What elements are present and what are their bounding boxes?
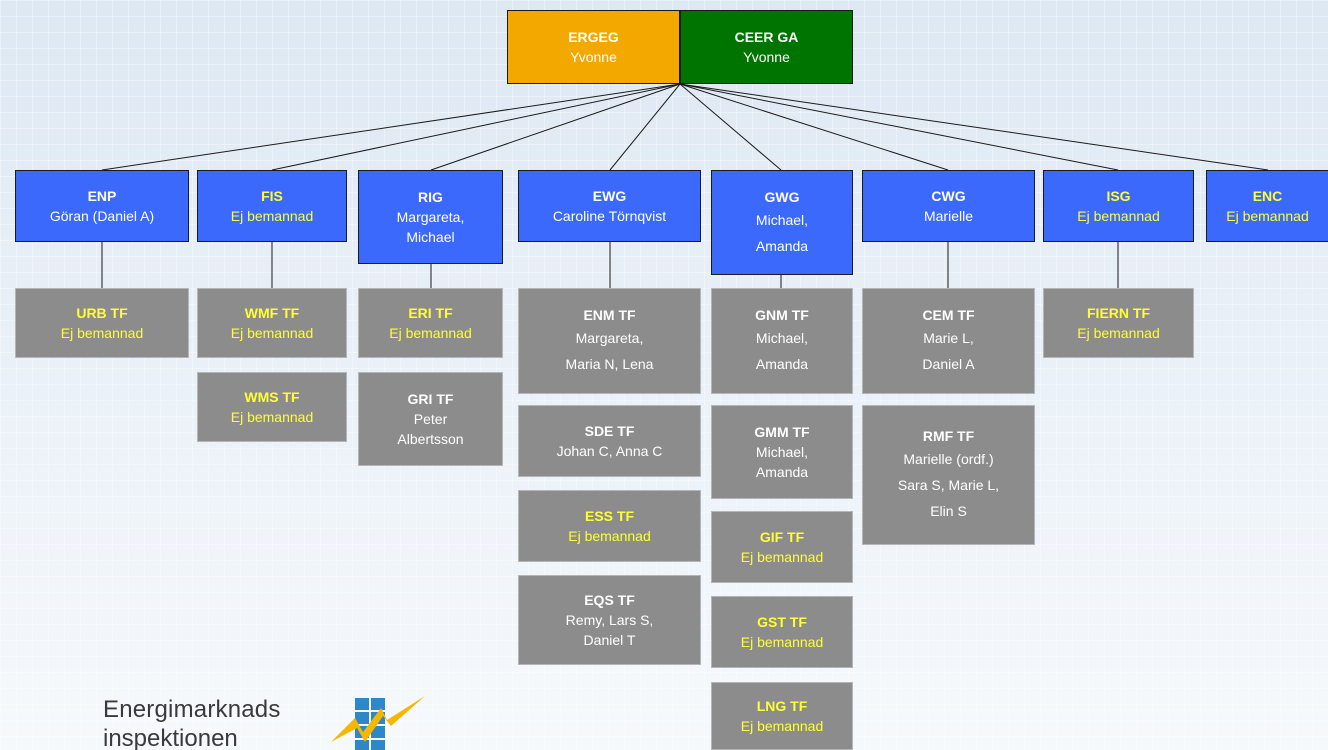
box-title: ENC [1252,188,1283,204]
box-title: CWG [931,188,966,204]
tf-ess: ESS TF Ej bemannad [518,490,701,562]
logo-mark-icon [331,696,425,750]
box-title: GNM TF [755,307,809,323]
box-title: ISG [1106,188,1131,204]
box-title: SDE TF [584,423,635,439]
tf-wms: WMS TF Ej bemannad [197,372,347,442]
tf-enm: ENM TF Margareta, Maria N, Lena [518,288,701,394]
wg-gwg: GWG Michael, Amanda [711,170,853,275]
box-title: FIS [261,188,283,204]
tf-wmf: WMF TF Ej bemannad [197,288,347,358]
box-title: WMS TF [244,389,300,405]
tf-cem: CEM TF Marie L, Daniel A [862,288,1035,394]
box-title: RMF TF [922,428,975,444]
box-title: ENP [87,188,117,204]
box-title: ERGEG [568,29,619,45]
ceer-ga-box: CEER GA Yvonne [680,10,853,84]
wg-isg: ISG Ej bemannad [1043,170,1194,242]
box-person: Marielle [923,208,973,224]
tf-gnm: GNM TF Michael, Amanda [711,288,853,394]
wg-cwg: CWG Marielle [862,170,1035,242]
logo-text-line1: Energimarknads [103,696,281,723]
tf-eri: ERI TF Ej bemannad [358,288,503,358]
box-person: Yvonne [743,49,790,65]
tf-sde: SDE TF Johan C, Anna C [518,405,701,477]
tf-rmf: RMF TF Marielle (ordf.) Sara S, Marie L,… [862,405,1035,545]
box-person: Margareta, Michael [396,209,465,245]
box-title: RIG [418,189,443,205]
box-title: GIF TF [759,529,805,545]
box-person: Caroline Törnqvist [552,208,667,224]
box-person: Ej bemannad [740,718,824,734]
wg-enc: ENC Ej bemannad [1206,170,1328,242]
box-person: Göran (Daniel A) [49,208,155,224]
tf-gif: GIF TF Ej bemannad [711,511,853,583]
box-person: Ej bemannad [740,549,824,565]
box-title: GMM TF [754,424,810,440]
ergeg-box: ERGEG Yvonne [507,10,680,84]
box-title: GWG [764,188,800,205]
box-person: Ej bemannad [1077,325,1160,341]
box-person: Ej bemannad [230,208,314,224]
box-title: EQS TF [584,592,635,608]
box-title: CEM TF [922,307,975,323]
box-title: GRI TF [407,391,454,407]
wg-rig: RIG Margareta, Michael [358,170,503,264]
box-person: Ej bemannad [389,325,472,341]
box-person: Johan C, Anna C [556,443,663,459]
wg-enp: ENP Göran (Daniel A) [15,170,189,242]
box-person: Ej bemannad [1077,208,1160,224]
box-person: Marie L, Daniel A [922,330,975,372]
tf-lng: LNG TF Ej bemannad [711,682,853,750]
box-title: WMF TF [244,305,300,321]
box-person: Peter Albertsson [397,411,464,447]
box-person: Ej bemannad [230,409,314,425]
tf-fiern: FIERN TF Ej bemannad [1043,288,1194,358]
box-title: ESS TF [584,508,634,524]
box-title: LNG TF [756,698,808,714]
box-person: Michael, Amanda [755,330,809,372]
box-person: Remy, Lars S, Daniel T [565,612,654,648]
tf-urb: URB TF Ej bemannad [15,288,189,358]
box-title: CEER GA [734,29,799,45]
tf-gri: GRI TF Peter Albertsson [358,372,503,466]
box-person: Michael, Amanda [755,211,809,254]
box-person: Ej bemannad [1226,208,1309,224]
wg-fis: FIS Ej bemannad [197,170,347,242]
box-title: URB TF [76,305,128,321]
wg-ewg: EWG Caroline Törnqvist [518,170,701,242]
box-person: Margareta, Maria N, Lena [565,330,654,372]
box-person: Ej bemannad [230,325,314,341]
tf-gst: GST TF Ej bemannad [711,596,853,668]
box-person: Ej bemannad [568,528,651,544]
box-title: FIERN TF [1087,305,1150,321]
tf-gmm: GMM TF Michael, Amanda [711,405,853,499]
energimarknadsinspektionen-logo: Energimarknads inspektionen [103,688,443,750]
box-person: Ej bemannad [60,325,144,341]
box-title: ENM TF [583,307,636,323]
box-person: Yvonne [570,49,617,65]
box-person: Marielle (ordf.) Sara S, Marie L, Elin S [897,451,1000,519]
box-title: EWG [592,188,627,204]
box-title: ERI TF [408,305,453,321]
box-person: Ej bemannad [740,634,824,650]
tf-eqs: EQS TF Remy, Lars S, Daniel T [518,575,701,665]
box-title: GST TF [757,614,807,630]
box-person: Michael, Amanda [755,444,809,480]
logo-text-line2: inspektionen [103,725,238,750]
